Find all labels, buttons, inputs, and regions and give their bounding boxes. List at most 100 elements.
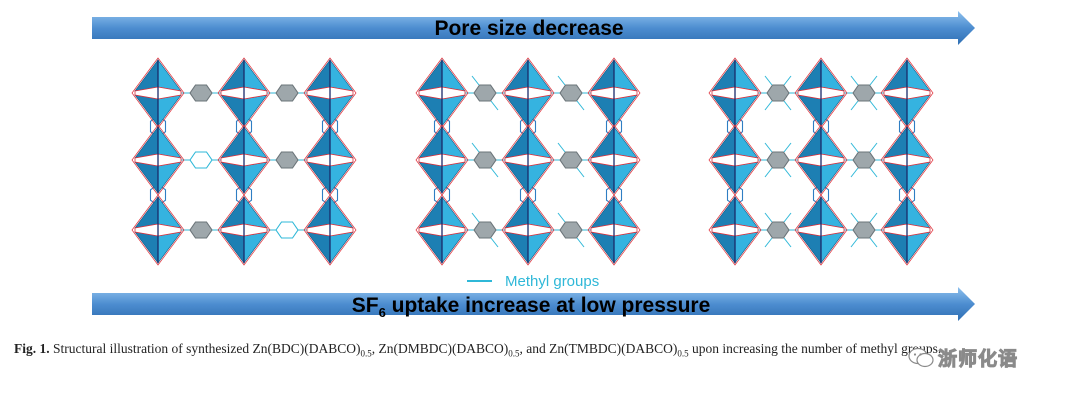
octahedron-outline [708, 194, 762, 266]
octahedron-face [883, 196, 908, 229]
octahedron-face [418, 94, 443, 127]
methyl-group [783, 237, 792, 248]
octahedron-face [527, 94, 552, 127]
octahedron-face [820, 196, 845, 229]
octahedron-outline [415, 194, 469, 266]
octahedron-face [134, 161, 159, 194]
methyl-group [850, 100, 859, 111]
bdc-linker-ring [189, 84, 213, 102]
octahedron-face [157, 126, 182, 159]
methyl-group [576, 167, 585, 178]
bdc-linker-ring [275, 151, 299, 169]
methyl-group [471, 142, 480, 153]
octahedron-face [418, 196, 443, 229]
methyl-group [764, 237, 773, 248]
bdc-linker-ring [189, 221, 213, 239]
methyl-group [869, 167, 878, 178]
octahedron-face [711, 196, 736, 229]
octahedron-face [306, 94, 331, 127]
octahedron-face [441, 126, 466, 159]
caption-sub-1: 0.5 [360, 348, 372, 359]
octahedron-face [590, 196, 615, 229]
octahedron-face [441, 94, 466, 127]
caption-sub-2: 0.5 [508, 348, 520, 359]
octahedron-face [243, 126, 268, 159]
octahedron-face [504, 94, 529, 127]
octahedron-outline [217, 57, 271, 129]
octahedron-outline [708, 124, 762, 196]
bdc-linker-ring [852, 84, 876, 102]
methyl-group [783, 167, 792, 178]
octahedron-outline [303, 194, 357, 266]
sf-label: SF [352, 294, 379, 317]
octahedron-face [220, 126, 245, 159]
octahedron-face [306, 59, 331, 92]
octahedron-face [134, 126, 159, 159]
uptake-label: uptake increase at low pressure [386, 294, 710, 317]
methyl-group [783, 212, 792, 223]
methyl-group [869, 142, 878, 153]
methyl-group [850, 237, 859, 248]
octahedron-face [329, 161, 354, 194]
bdc-linker-ring [189, 151, 213, 169]
octahedron-face [711, 161, 736, 194]
structures [131, 57, 934, 266]
octahedron-face [329, 94, 354, 127]
top-arrow-label: Pore size decrease [434, 17, 623, 40]
methyl-group [764, 142, 773, 153]
methyl-group [869, 75, 878, 86]
octahedron-face [527, 161, 552, 194]
octahedron-face [613, 161, 638, 194]
octahedron-face [418, 59, 443, 92]
methyl-group [869, 100, 878, 111]
octahedron-outline [131, 57, 185, 129]
methyl-group [850, 212, 859, 223]
octahedron-face [797, 94, 822, 127]
methyl-group [764, 100, 773, 111]
methyl-group [471, 212, 480, 223]
octahedron-face [504, 161, 529, 194]
octahedron-face [883, 126, 908, 159]
bdc-linker-ring [766, 221, 790, 239]
watermark: 浙师化语 [908, 344, 1018, 371]
bdc-linker-ring [275, 84, 299, 102]
structure-1 [131, 57, 357, 266]
octahedron-face [527, 231, 552, 264]
octahedron-face [734, 94, 759, 127]
bottom-arrow-label: SF6 uptake increase at low pressure [352, 294, 711, 320]
octahedron-face [820, 59, 845, 92]
octahedron-face [734, 59, 759, 92]
octahedron-face [220, 231, 245, 264]
octahedron-face [220, 196, 245, 229]
octahedron-outline [880, 194, 934, 266]
methyl-group [783, 100, 792, 111]
octahedron-outline [708, 57, 762, 129]
octahedron-face [441, 196, 466, 229]
octahedron-face [220, 161, 245, 194]
octahedron-face [711, 126, 736, 159]
octahedron-face [906, 126, 931, 159]
octahedron-face [820, 126, 845, 159]
octahedron-face [157, 196, 182, 229]
legend: Methyl groups [467, 273, 599, 290]
methyl-group [850, 75, 859, 86]
bottom-arrow: SF6 uptake increase at low pressure [92, 287, 975, 321]
methyl-group [557, 75, 566, 86]
octahedron-outline [587, 124, 641, 196]
octahedron-face [306, 196, 331, 229]
octahedron-face [441, 231, 466, 264]
octahedron-face [906, 161, 931, 194]
octahedron-face [734, 126, 759, 159]
figure-caption: Fig. 1. Structural illustration of synth… [14, 339, 1064, 364]
bdc-linker-ring [473, 221, 497, 239]
octahedron-face [243, 231, 268, 264]
methyl-group [490, 100, 499, 111]
bdc-linker-ring [559, 221, 583, 239]
wechat-icon [908, 347, 934, 367]
methyl-group [850, 167, 859, 178]
octahedron-face [711, 59, 736, 92]
octahedron-face [134, 231, 159, 264]
octahedron-face [590, 231, 615, 264]
octahedron-outline [587, 57, 641, 129]
methyl-group [764, 167, 773, 178]
